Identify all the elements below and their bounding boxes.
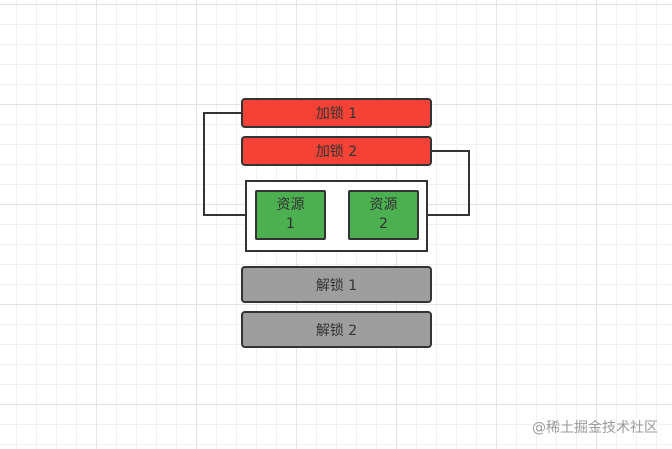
lock-2-node[interactable]: 加锁 2: [241, 136, 432, 166]
resource-2-label-line2: 2: [379, 216, 388, 232]
unlock-1-node[interactable]: 解锁 1: [241, 266, 432, 303]
lock-1-node[interactable]: 加锁 1: [241, 98, 432, 128]
lock-1-label: 加锁 1: [315, 106, 358, 122]
unlock-1-label: 解锁 1: [315, 277, 358, 294]
resource-2-node[interactable]: 资源 2: [348, 190, 419, 240]
resource-1-label-line1: 资源: [276, 197, 305, 213]
edge-lock1-to-resource1: [203, 112, 255, 219]
resource-1-label-line2: 1: [286, 216, 295, 232]
edge-lock2-to-resource2: [418, 150, 470, 219]
unlock-2-node[interactable]: 解锁 2: [241, 311, 432, 348]
lock-2-label: 加锁 2: [315, 144, 358, 160]
resource-1-node[interactable]: 资源 1: [255, 190, 326, 240]
resource-2-label-line1: 资源: [369, 197, 398, 213]
unlock-2-label: 解锁 2: [315, 322, 358, 339]
watermark: @稀土掘金技术社区: [532, 420, 658, 436]
